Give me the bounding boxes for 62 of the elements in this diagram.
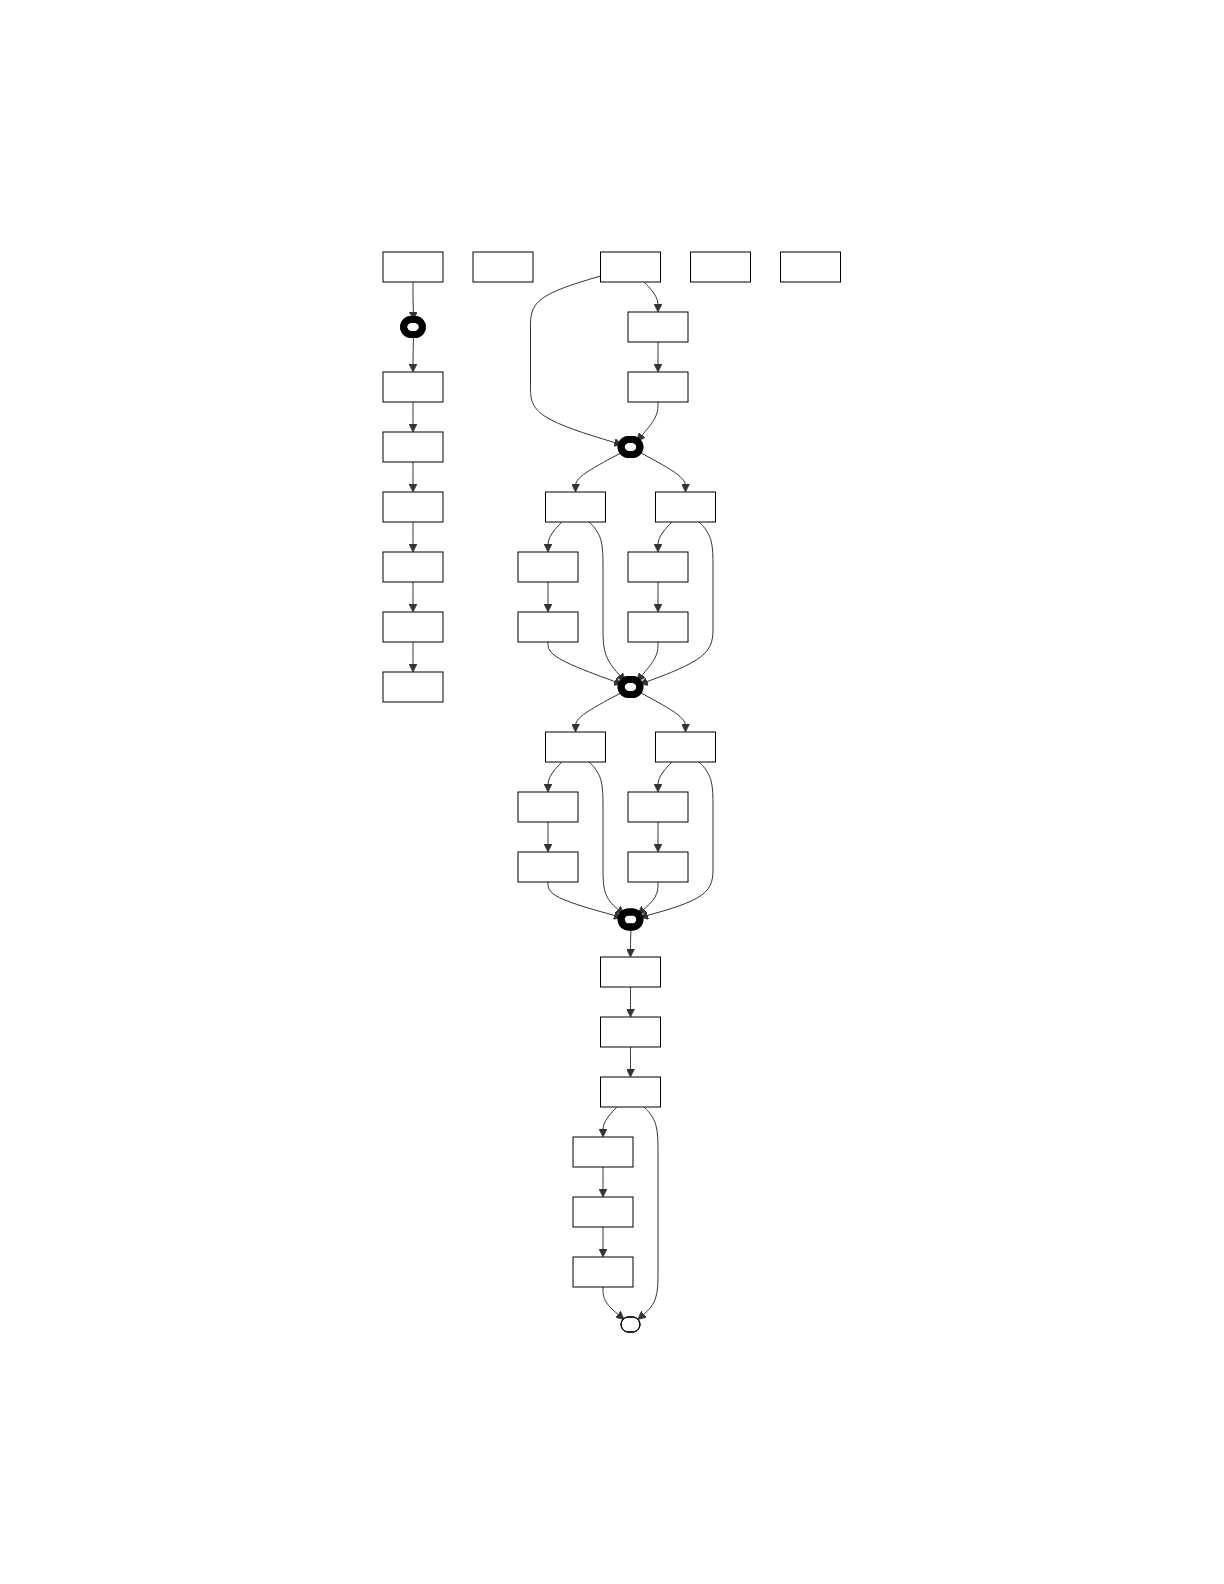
node-box [382,551,444,583]
node-box [382,251,444,283]
arrow [644,281,663,313]
arrow [639,761,714,920]
node-box [382,491,444,523]
arrow [543,581,553,613]
arrow [653,521,673,553]
node-box [572,1256,634,1288]
node-box [627,791,689,823]
arrow [636,401,659,442]
node-box [382,671,444,703]
node-box [382,431,444,463]
node-box [600,251,662,283]
node-box [600,956,662,988]
arrow [639,521,714,686]
node-box [627,611,689,643]
node-box [627,311,689,343]
arrow [408,641,418,673]
arrow [636,641,659,682]
arrow [602,1286,625,1320]
arrow [638,451,691,493]
node-box [382,611,444,643]
arrow [637,1106,659,1320]
arrow [408,461,418,493]
node-box [627,551,689,583]
node-box [517,551,579,583]
arrow [408,581,418,613]
arrow [637,881,659,915]
node-box [600,1016,662,1048]
arrow [653,581,663,613]
arrow [543,821,553,853]
node-box [572,1136,634,1168]
node-box [545,731,607,763]
node-box [600,1076,662,1108]
arrow [543,521,563,553]
node-box [517,791,579,823]
node-box [472,251,534,283]
arrow [638,691,691,733]
arrow [589,761,625,915]
arrow [626,986,636,1018]
node-box [690,251,752,283]
arrow [543,761,563,793]
arrow [598,1166,608,1198]
arrow [408,521,418,553]
arrow [653,761,673,793]
node-box [655,491,717,523]
arrow [653,341,663,373]
arrow [589,521,626,682]
node-box [545,491,607,523]
node-box [627,371,689,403]
arrow [598,1226,608,1258]
node-box [572,1196,634,1228]
arrow [408,401,418,433]
node-box [780,251,842,283]
node-box [655,731,717,763]
node-box [382,371,444,403]
node-box [517,851,579,883]
arrow [598,1106,618,1138]
node-box [627,851,689,883]
arrow [626,1046,636,1078]
node-box [517,611,579,643]
arrow [653,821,663,853]
